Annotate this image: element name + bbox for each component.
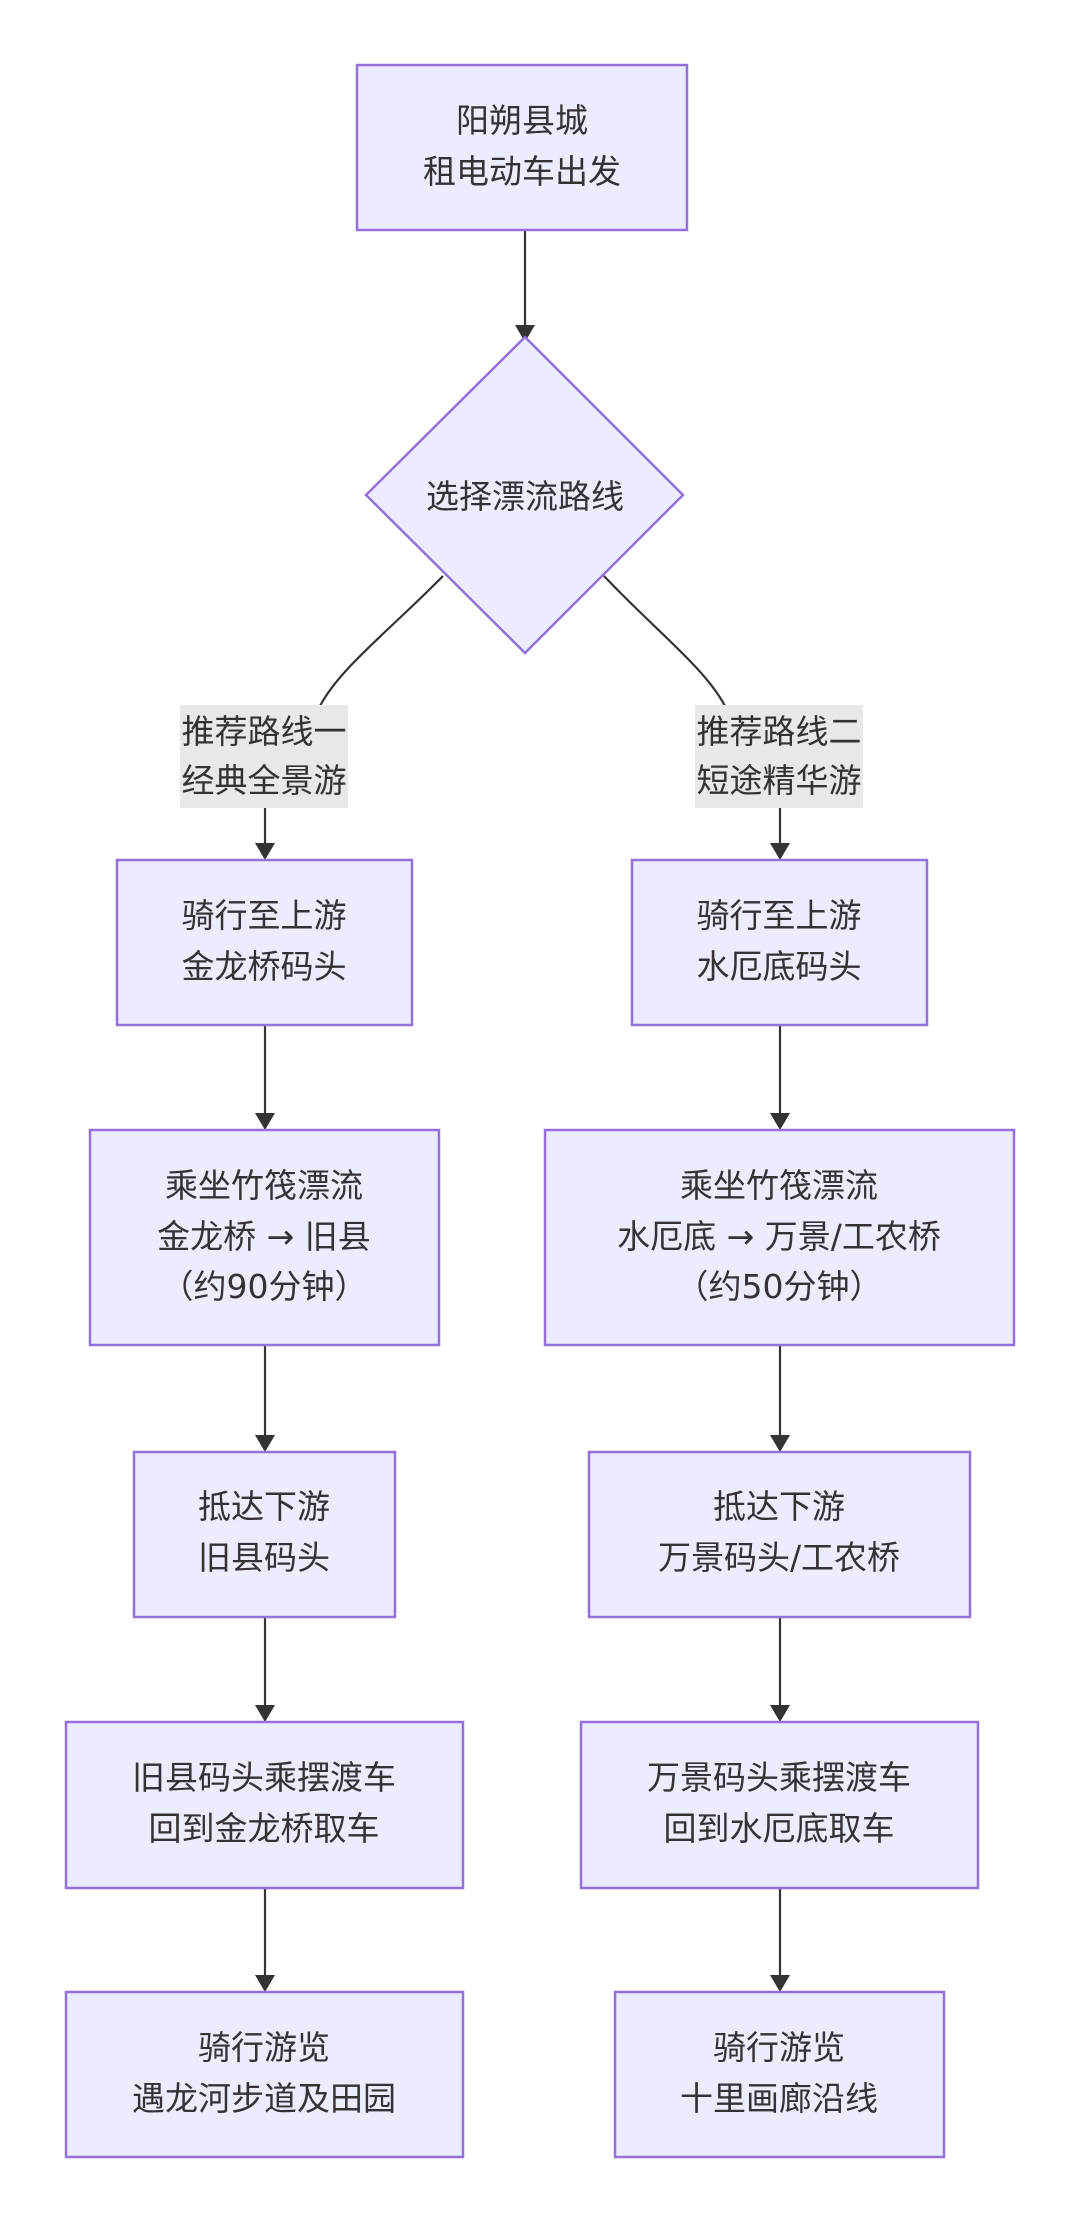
node-line: 选择漂流路线 bbox=[426, 477, 624, 516]
edge-route-b-label-to-step1 bbox=[770, 808, 790, 860]
route-b-step-4: 万景码头乘摆渡车 回到水厄底取车 bbox=[579, 1720, 980, 1890]
node-line: （约90分钟） bbox=[161, 1267, 368, 1306]
route-a-label-line: 推荐路线一 bbox=[182, 712, 347, 751]
node-line: 金龙桥码头 bbox=[182, 947, 347, 986]
node-line: 金龙桥 → 旧县 bbox=[157, 1217, 371, 1256]
node-line: 水厄底 → 万景/工农桥 bbox=[617, 1217, 941, 1256]
edge-b1-b2 bbox=[770, 1025, 790, 1130]
node-line: 十里画廊沿线 bbox=[680, 2079, 878, 2118]
edge-b4-b5 bbox=[770, 1888, 790, 1992]
node-line: 阳朔县城 bbox=[456, 101, 588, 140]
start-node: 阳朔县城 租电动车出发 bbox=[355, 63, 689, 232]
edge-a3-a4 bbox=[255, 1617, 275, 1722]
edge-b3-b4 bbox=[770, 1617, 790, 1722]
edge-a1-a2 bbox=[255, 1025, 275, 1130]
route-b-step-3: 抵达下游 万景码头/工农桥 bbox=[587, 1450, 972, 1619]
route-a-step-3: 抵达下游 旧县码头 bbox=[132, 1450, 397, 1619]
edge-b2-b3 bbox=[770, 1345, 790, 1452]
route-b-label-line: 短途精华游 bbox=[697, 761, 862, 800]
node-line: 万景码头/工农桥 bbox=[658, 1538, 900, 1577]
node-line: 骑行游览 bbox=[198, 2028, 330, 2067]
route-b-step-2: 乘坐竹筏漂流 水厄底 → 万景/工农桥 （约50分钟） bbox=[543, 1128, 1016, 1347]
route-a-step-1: 骑行至上游 金龙桥码头 bbox=[115, 858, 414, 1027]
edge-start-to-decision bbox=[515, 230, 535, 342]
node-line: 旧县码头乘摆渡车 bbox=[132, 1758, 396, 1797]
route-b-step-5: 骑行游览 十里画廊沿线 bbox=[613, 1990, 946, 2159]
node-line: 租电动车出发 bbox=[423, 152, 621, 191]
edge-route-a-label-to-step1 bbox=[255, 807, 275, 860]
node-line: 乘坐竹筏漂流 bbox=[165, 1166, 363, 1205]
node-line: 遇龙河步道及田园 bbox=[132, 2079, 396, 2118]
node-line: 回到水厄底取车 bbox=[664, 1809, 895, 1848]
node-line: 万景码头乘摆渡车 bbox=[647, 1758, 911, 1797]
node-line: 抵达下游 bbox=[198, 1487, 330, 1526]
route-a-step-5: 骑行游览 遇龙河步道及田园 bbox=[64, 1990, 465, 2159]
route-b-label: 推荐路线二 短途精华游 bbox=[695, 705, 863, 808]
route-a-label-line: 经典全景游 bbox=[182, 761, 347, 800]
node-line: 回到金龙桥取车 bbox=[149, 1809, 380, 1848]
route-a-step-2: 乘坐竹筏漂流 金龙桥 → 旧县 （约90分钟） bbox=[88, 1128, 441, 1347]
edge-decision-to-route-b bbox=[603, 575, 726, 707]
node-line: 骑行至上游 bbox=[182, 896, 347, 935]
route-a-step-4: 旧县码头乘摆渡车 回到金龙桥取车 bbox=[64, 1720, 465, 1890]
node-line: 旧县码头 bbox=[198, 1538, 330, 1577]
node-line: 骑行游览 bbox=[713, 2028, 845, 2067]
decision-node: 选择漂流路线 bbox=[364, 335, 685, 655]
edge-a2-a3 bbox=[255, 1345, 275, 1452]
edge-decision-to-route-a bbox=[319, 575, 444, 707]
node-line: 抵达下游 bbox=[713, 1487, 845, 1526]
node-line: 乘坐竹筏漂流 bbox=[680, 1166, 878, 1205]
edge-a4-a5 bbox=[255, 1888, 275, 1992]
node-line: 骑行至上游 bbox=[697, 896, 862, 935]
route-b-label-line: 推荐路线二 bbox=[697, 712, 862, 751]
node-line: 水厄底码头 bbox=[697, 947, 862, 986]
node-line: （约50分钟） bbox=[676, 1267, 883, 1306]
route-a-label: 推荐路线一 经典全景游 bbox=[180, 705, 348, 808]
route-b-step-1: 骑行至上游 水厄底码头 bbox=[630, 858, 929, 1027]
